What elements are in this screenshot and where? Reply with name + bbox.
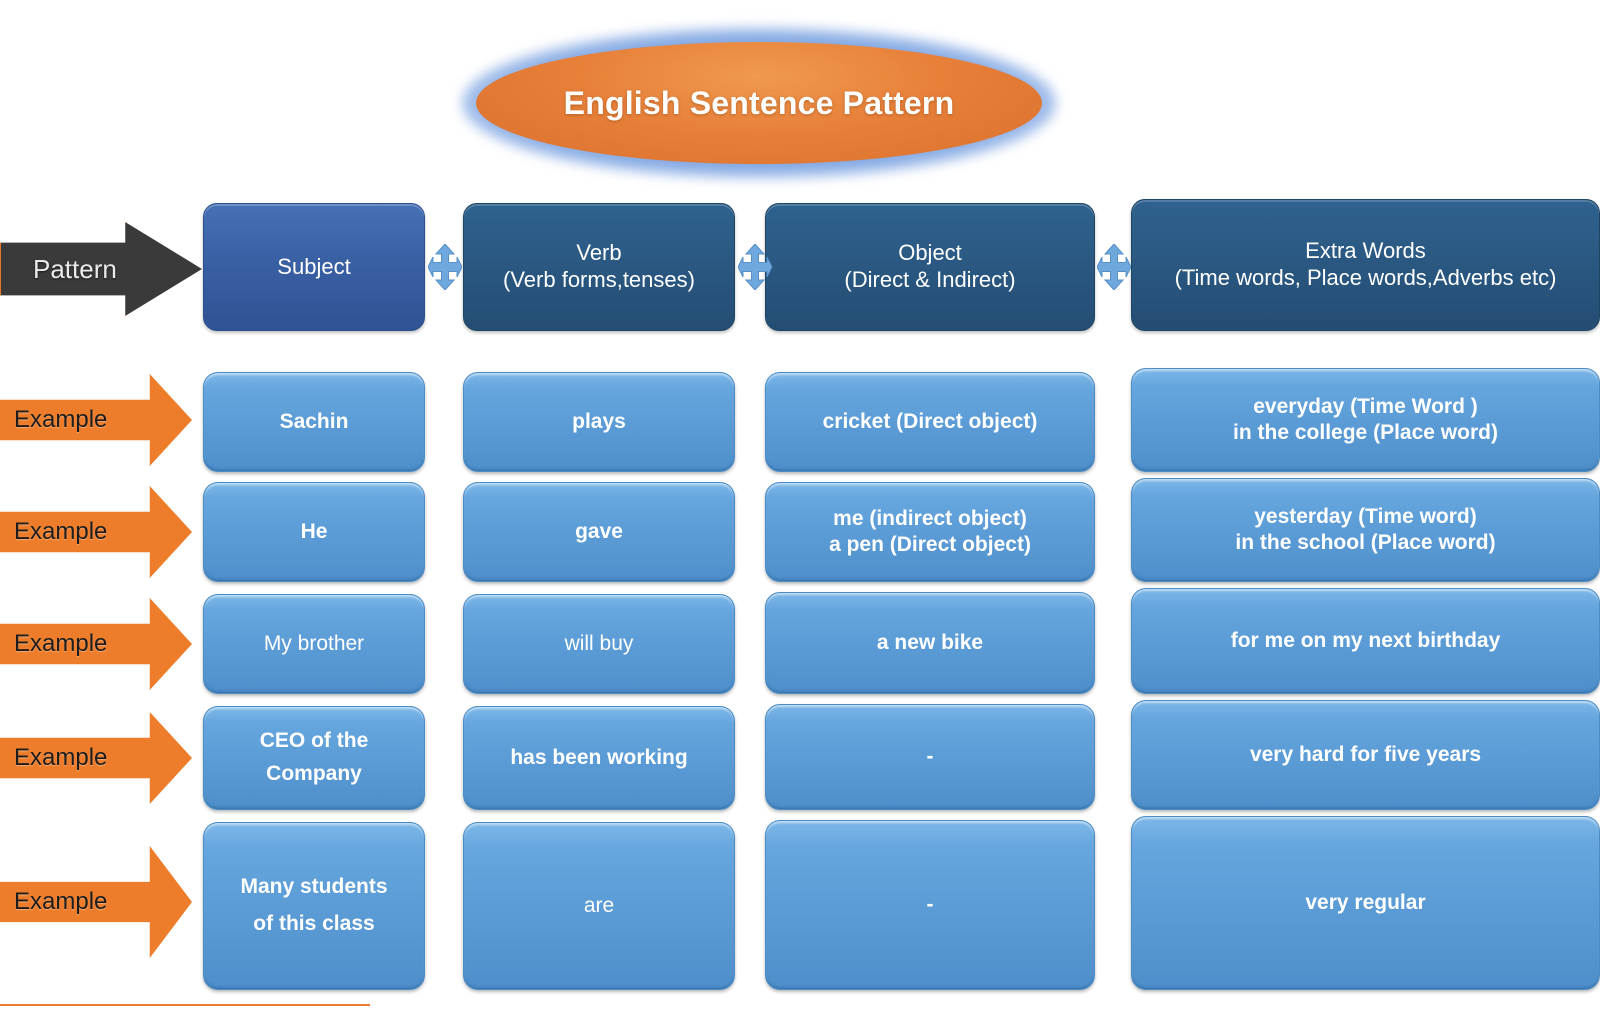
cell-verb-2-text: gave bbox=[575, 520, 623, 544]
header-object-title: Object bbox=[898, 240, 962, 266]
header-extra-text: Extra Words(Time words, Place words,Adve… bbox=[1175, 238, 1557, 292]
example-arrow-4: Example bbox=[0, 712, 192, 804]
example-label-5: Example bbox=[14, 888, 108, 915]
cell-object-5-text: - bbox=[926, 893, 934, 917]
bottom-rule bbox=[0, 1004, 370, 1006]
header-subject-title: Subject bbox=[277, 253, 351, 279]
cell-extra-1-text: everyday (Time Word ) in the college (Pl… bbox=[1233, 395, 1498, 444]
cell-verb-4-text: has been working bbox=[510, 746, 688, 770]
header-box-subject: Subject bbox=[203, 203, 425, 331]
example-label-3: Example bbox=[14, 630, 108, 657]
cell-extra-3-text: for me on my next birthday bbox=[1230, 629, 1501, 653]
header-extra-subtitle: (Time words, Place words,Adverbs etc) bbox=[1174, 265, 1557, 290]
cell-subject-3-text: My brother bbox=[263, 632, 365, 656]
header-extra-title: Extra Words bbox=[1305, 238, 1426, 264]
example-arrow-2: Example bbox=[0, 486, 192, 578]
cell-extra-4: very hard for five years bbox=[1131, 700, 1600, 810]
header-verb-text: Verb(Verb forms,tenses) bbox=[503, 240, 695, 294]
cell-verb-2: gave bbox=[463, 482, 735, 582]
header-box-extra-words: Extra Words(Time words, Place words,Adve… bbox=[1131, 199, 1600, 331]
cell-verb-5: are bbox=[463, 822, 735, 990]
four-way-move-icon bbox=[1097, 244, 1131, 290]
diagram-title: English Sentence Pattern bbox=[462, 28, 1056, 178]
cell-subject-2-text: He bbox=[300, 520, 328, 544]
cell-object-3-text: a new bike bbox=[876, 631, 984, 655]
cell-verb-4: has been working bbox=[463, 706, 735, 810]
cell-subject-4-text: CEO of the Company bbox=[259, 729, 369, 785]
cell-object-4-text: - bbox=[926, 745, 934, 769]
title-text: English Sentence Pattern bbox=[563, 84, 955, 121]
example-label-2: Example bbox=[14, 518, 108, 545]
cell-object-1: cricket (Direct object) bbox=[765, 372, 1095, 472]
cell-subject-5: Many students of this class bbox=[203, 822, 425, 990]
cell-verb-3: will buy bbox=[463, 594, 735, 694]
cell-object-2-text: me (indirect object) a pen (Direct objec… bbox=[829, 507, 1031, 556]
cell-verb-1-text: plays bbox=[572, 410, 626, 434]
cell-extra-3: for me on my next birthday bbox=[1131, 588, 1600, 694]
cell-object-5: - bbox=[765, 820, 1095, 990]
cell-extra-5-text: very regular bbox=[1305, 891, 1426, 915]
header-verb-title: Verb bbox=[576, 240, 622, 266]
cell-extra-5: very regular bbox=[1131, 816, 1600, 990]
cell-subject-2: He bbox=[203, 482, 425, 582]
cell-object-3: a new bike bbox=[765, 592, 1095, 694]
cell-verb-3-text: will buy bbox=[564, 632, 634, 656]
cell-object-1-text: cricket (Direct object) bbox=[822, 410, 1038, 434]
header-box-verb: Verb(Verb forms,tenses) bbox=[463, 203, 735, 331]
example-arrow-3: Example bbox=[0, 598, 192, 690]
cell-extra-4-text: very hard for five years bbox=[1249, 743, 1482, 767]
cell-subject-1-text: Sachin bbox=[279, 410, 349, 434]
four-way-move-icon bbox=[738, 244, 772, 290]
pattern-arrow: Pattern bbox=[0, 222, 202, 316]
cell-extra-2-text: yesterday (Time word) in the school (Pla… bbox=[1235, 505, 1496, 554]
cell-subject-1: Sachin bbox=[203, 372, 425, 472]
example-label-1: Example bbox=[14, 406, 108, 433]
cell-subject-4: CEO of the Company bbox=[203, 706, 425, 810]
title-ellipse: English Sentence Pattern bbox=[476, 42, 1042, 164]
cell-extra-2: yesterday (Time word) in the school (Pla… bbox=[1131, 478, 1600, 582]
example-arrow-5: Example bbox=[0, 846, 192, 958]
example-label-4: Example bbox=[14, 744, 108, 771]
four-way-move-icon bbox=[428, 244, 462, 290]
cell-verb-1: plays bbox=[463, 372, 735, 472]
header-object-text: Object(Direct & Indirect) bbox=[844, 240, 1015, 294]
header-box-object: Object(Direct & Indirect) bbox=[765, 203, 1095, 331]
cell-subject-5-text: Many students of this class bbox=[240, 875, 388, 935]
header-verb-subtitle: (Verb forms,tenses) bbox=[503, 267, 695, 292]
cell-object-2: me (indirect object) a pen (Direct objec… bbox=[765, 482, 1095, 582]
cell-object-4: - bbox=[765, 704, 1095, 810]
cell-subject-3: My brother bbox=[203, 594, 425, 694]
cell-verb-5-text: are bbox=[583, 894, 615, 918]
cell-extra-1: everyday (Time Word ) in the college (Pl… bbox=[1131, 368, 1600, 472]
example-arrow-1: Example bbox=[0, 374, 192, 466]
pattern-label: Pattern bbox=[33, 253, 117, 284]
header-object-subtitle: (Direct & Indirect) bbox=[844, 267, 1016, 292]
